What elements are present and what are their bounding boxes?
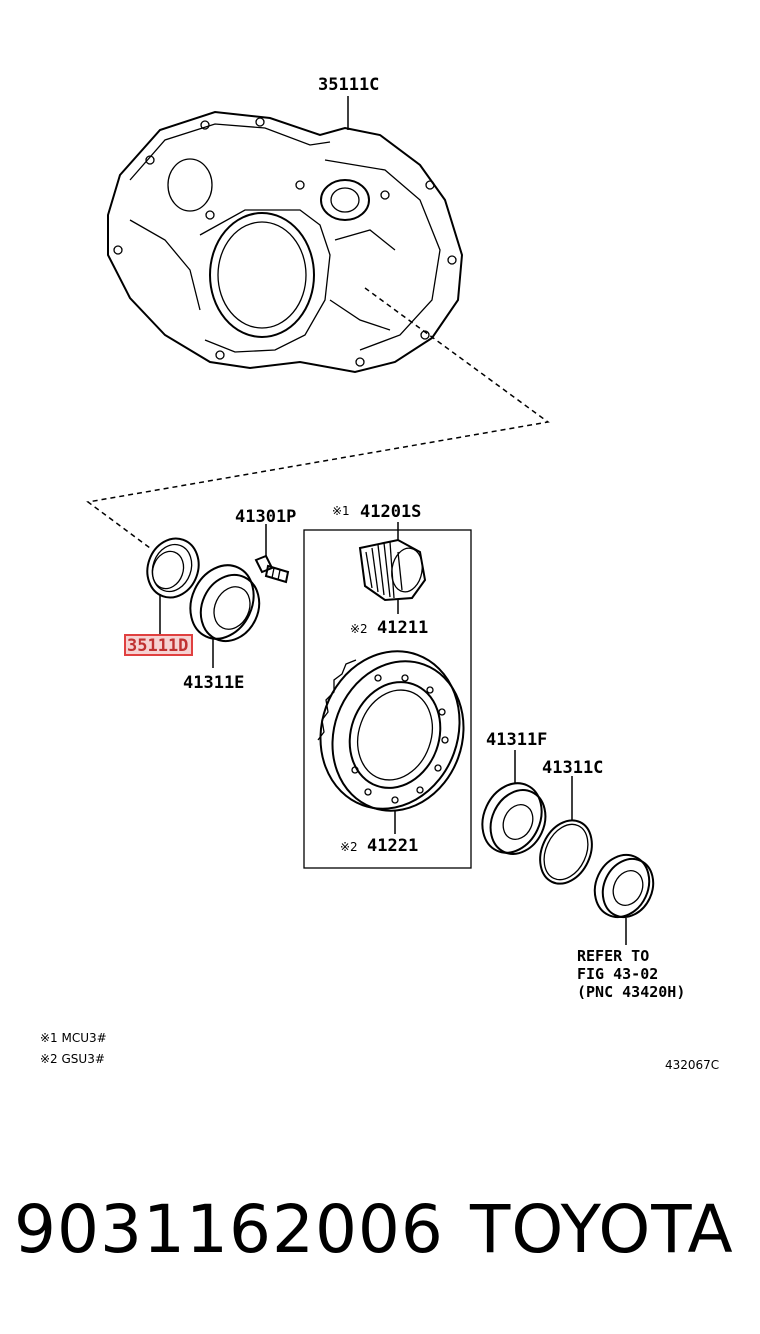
mark-2-ring-gear: ※2 bbox=[340, 840, 358, 854]
callout-35111c: 35111C bbox=[318, 75, 379, 95]
mark-1-gear-set: ※1 bbox=[332, 504, 350, 518]
transaxle-housing-drawing bbox=[107, 110, 464, 374]
callout-41311c: 41311C bbox=[542, 758, 603, 778]
callout-41211: 41211 bbox=[377, 618, 428, 638]
bearing-41311f-drawing bbox=[481, 782, 547, 855]
refer-line-2: FIG 43-02 bbox=[577, 965, 658, 983]
parts-diagram: 35111C 35111D 41311E 41301P ※1 41201S bbox=[40, 75, 719, 1072]
callout-41301p: 41301P bbox=[235, 507, 296, 527]
bolt-41301p-drawing bbox=[254, 554, 290, 584]
dashed-reference-line bbox=[86, 287, 550, 549]
callout-41201s: 41201S bbox=[360, 502, 421, 522]
figure-id: 432067C bbox=[665, 1058, 719, 1072]
highlight-box bbox=[124, 634, 193, 656]
mark-2-pinion: ※2 bbox=[350, 622, 368, 636]
callout-41311f: 41311F bbox=[486, 730, 547, 750]
note-gsu3: ※2 GSU3# bbox=[40, 1052, 105, 1066]
ring-gear-41221-drawing bbox=[317, 650, 465, 812]
bearing-41311e-drawing bbox=[189, 564, 261, 643]
brand-name: TOYOTA bbox=[470, 1191, 734, 1268]
note-mcu3: ※1 MCU3# bbox=[40, 1031, 107, 1045]
callout-35111d: 35111D bbox=[127, 636, 188, 656]
refer-line-1: REFER TO bbox=[577, 947, 649, 965]
referenced-bearing-drawing bbox=[593, 853, 655, 919]
gear-set-box bbox=[303, 529, 472, 869]
callout-41311e: 41311E bbox=[183, 673, 244, 693]
pinion-41211-drawing bbox=[358, 538, 427, 602]
callout-41221: 41221 bbox=[367, 836, 418, 856]
race-41311c-drawing bbox=[539, 819, 593, 885]
oil-seal-drawing bbox=[146, 537, 200, 599]
part-number: 9031162006 bbox=[14, 1191, 444, 1268]
refer-line-3: (PNC 43420H) bbox=[577, 983, 685, 1001]
footer: 9031162006 TOYOTA bbox=[0, 1185, 760, 1295]
